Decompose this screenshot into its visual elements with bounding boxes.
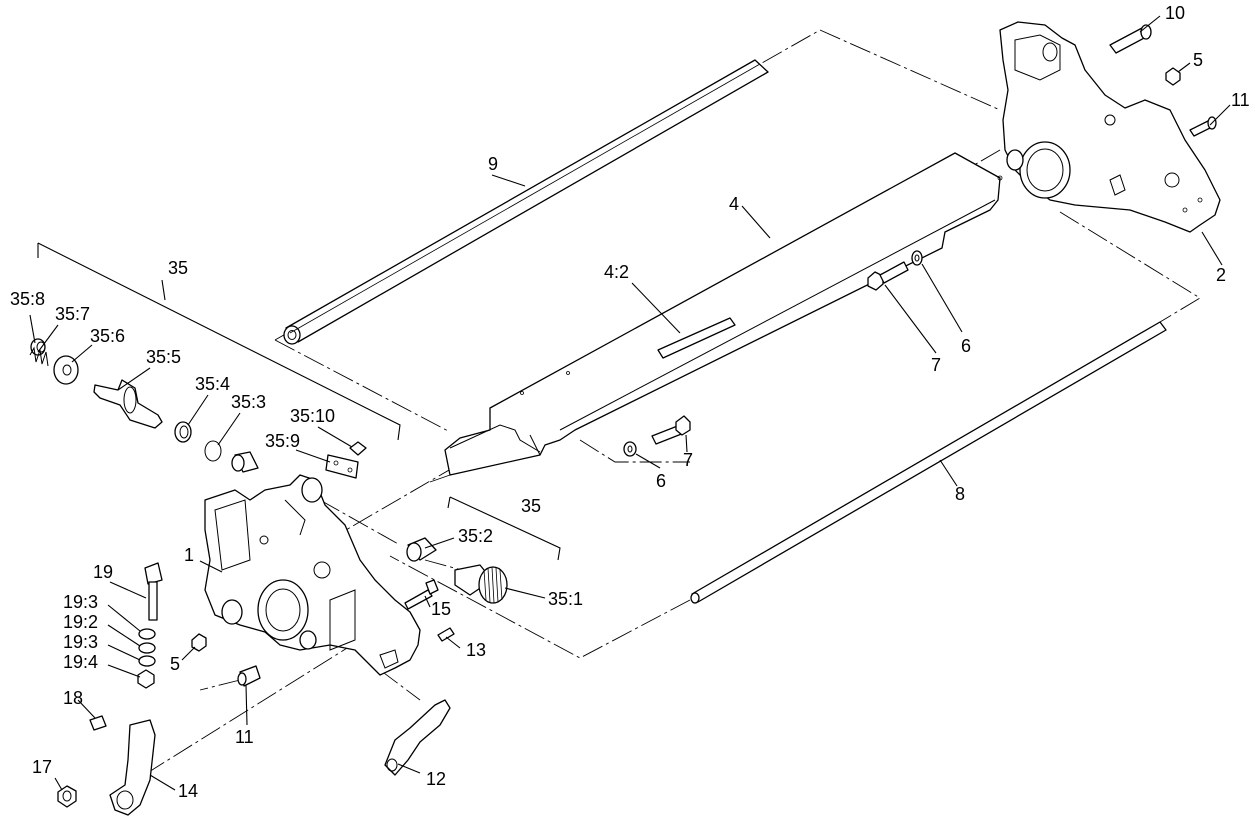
callout-9: 9 (488, 154, 498, 174)
callout-19-2: 19:2 (63, 612, 98, 632)
nut-5-top (1165, 67, 1181, 86)
washer-35-6 (53, 355, 79, 385)
callout-35-4: 35:4 (195, 374, 230, 394)
callout-13: 13 (466, 640, 486, 660)
bolt-7-right (867, 261, 909, 291)
rod-9 (283, 59, 769, 345)
callout-18: 18 (63, 688, 83, 708)
washer-19-3-lower (138, 655, 156, 667)
screw-13 (437, 627, 455, 642)
plate-35-9 (325, 454, 359, 479)
callout-labels: 10 5 11 2 4 4:2 9 7 6 6 7 8 35 35:8 35:7… (10, 3, 1250, 801)
bolt-15 (404, 579, 439, 610)
callout-35-5: 35:5 (146, 347, 181, 367)
callout-19-4: 19:4 (63, 652, 98, 672)
washer-6-right (911, 250, 923, 266)
callout-4-2: 4:2 (604, 262, 629, 282)
bolt-10 (1109, 24, 1152, 54)
callout-35-3: 35:3 (231, 392, 266, 412)
callout-35-7: 35:7 (55, 304, 90, 324)
bolt-19 (144, 562, 163, 621)
callout-17: 17 (32, 757, 52, 777)
callout-11-top: 11 (1231, 90, 1250, 110)
callout-19-3-upper: 19:3 (63, 592, 98, 612)
bushing-35-2 (406, 537, 437, 562)
screw-11-top (1189, 116, 1217, 137)
washer-19-2 (138, 642, 156, 654)
washer-19-3-upper (138, 628, 156, 640)
cover-plate-4 (429, 152, 1003, 483)
callout-7-right: 7 (931, 355, 941, 375)
spring-cap-35-8 (30, 338, 46, 356)
callout-1: 1 (184, 545, 194, 565)
bushing-35-3 (231, 451, 259, 473)
nut-17 (57, 785, 77, 808)
callout-35-2: 35:2 (458, 526, 493, 546)
callout-19-3-lower: 19:3 (63, 632, 98, 652)
washer-6-left (623, 441, 637, 457)
nut-19-4 (137, 669, 155, 689)
callout-5-left: 5 (170, 654, 180, 674)
callout-4: 4 (729, 194, 739, 214)
shaft-35-5 (93, 379, 163, 429)
callout-35-6: 35:6 (90, 326, 125, 346)
callout-5-top: 5 (1193, 50, 1203, 70)
callout-35-9: 35:9 (265, 431, 300, 451)
arm-14 (109, 719, 156, 816)
leader-lines (29, 15, 1231, 791)
callout-2: 2 (1216, 265, 1226, 285)
callout-19: 19 (93, 562, 113, 582)
group-35-brackets (37, 242, 561, 561)
bolt-7-left (651, 415, 691, 445)
callout-7-left: 7 (683, 450, 693, 470)
callout-35-top: 35 (168, 258, 188, 278)
ring-35-4 (174, 421, 192, 443)
side-frame-2 (999, 21, 1221, 233)
gear-shaft-35-1 (454, 564, 508, 604)
callout-15: 15 (431, 599, 451, 619)
callout-8: 8 (955, 484, 965, 504)
callout-6-right: 6 (961, 336, 971, 356)
callout-35-bottom: 35 (521, 496, 541, 516)
nut-5-left (191, 633, 207, 652)
ring-35-3 (204, 440, 222, 462)
callout-11-left: 11 (235, 727, 254, 747)
screw-11-left (237, 665, 261, 687)
screw-35-10 (349, 441, 367, 456)
callout-35-10: 35:10 (290, 406, 335, 426)
callout-35-1: 35:1 (548, 589, 583, 609)
callout-6-left: 6 (656, 471, 666, 491)
screw-18 (89, 715, 107, 731)
callout-35-8: 35:8 (10, 289, 45, 309)
rod-8 (690, 321, 1167, 604)
callout-14: 14 (178, 781, 198, 801)
side-frame-1 (204, 474, 421, 676)
callout-10: 10 (1165, 3, 1185, 23)
callout-12: 12 (426, 769, 446, 789)
lever-12 (384, 699, 451, 776)
